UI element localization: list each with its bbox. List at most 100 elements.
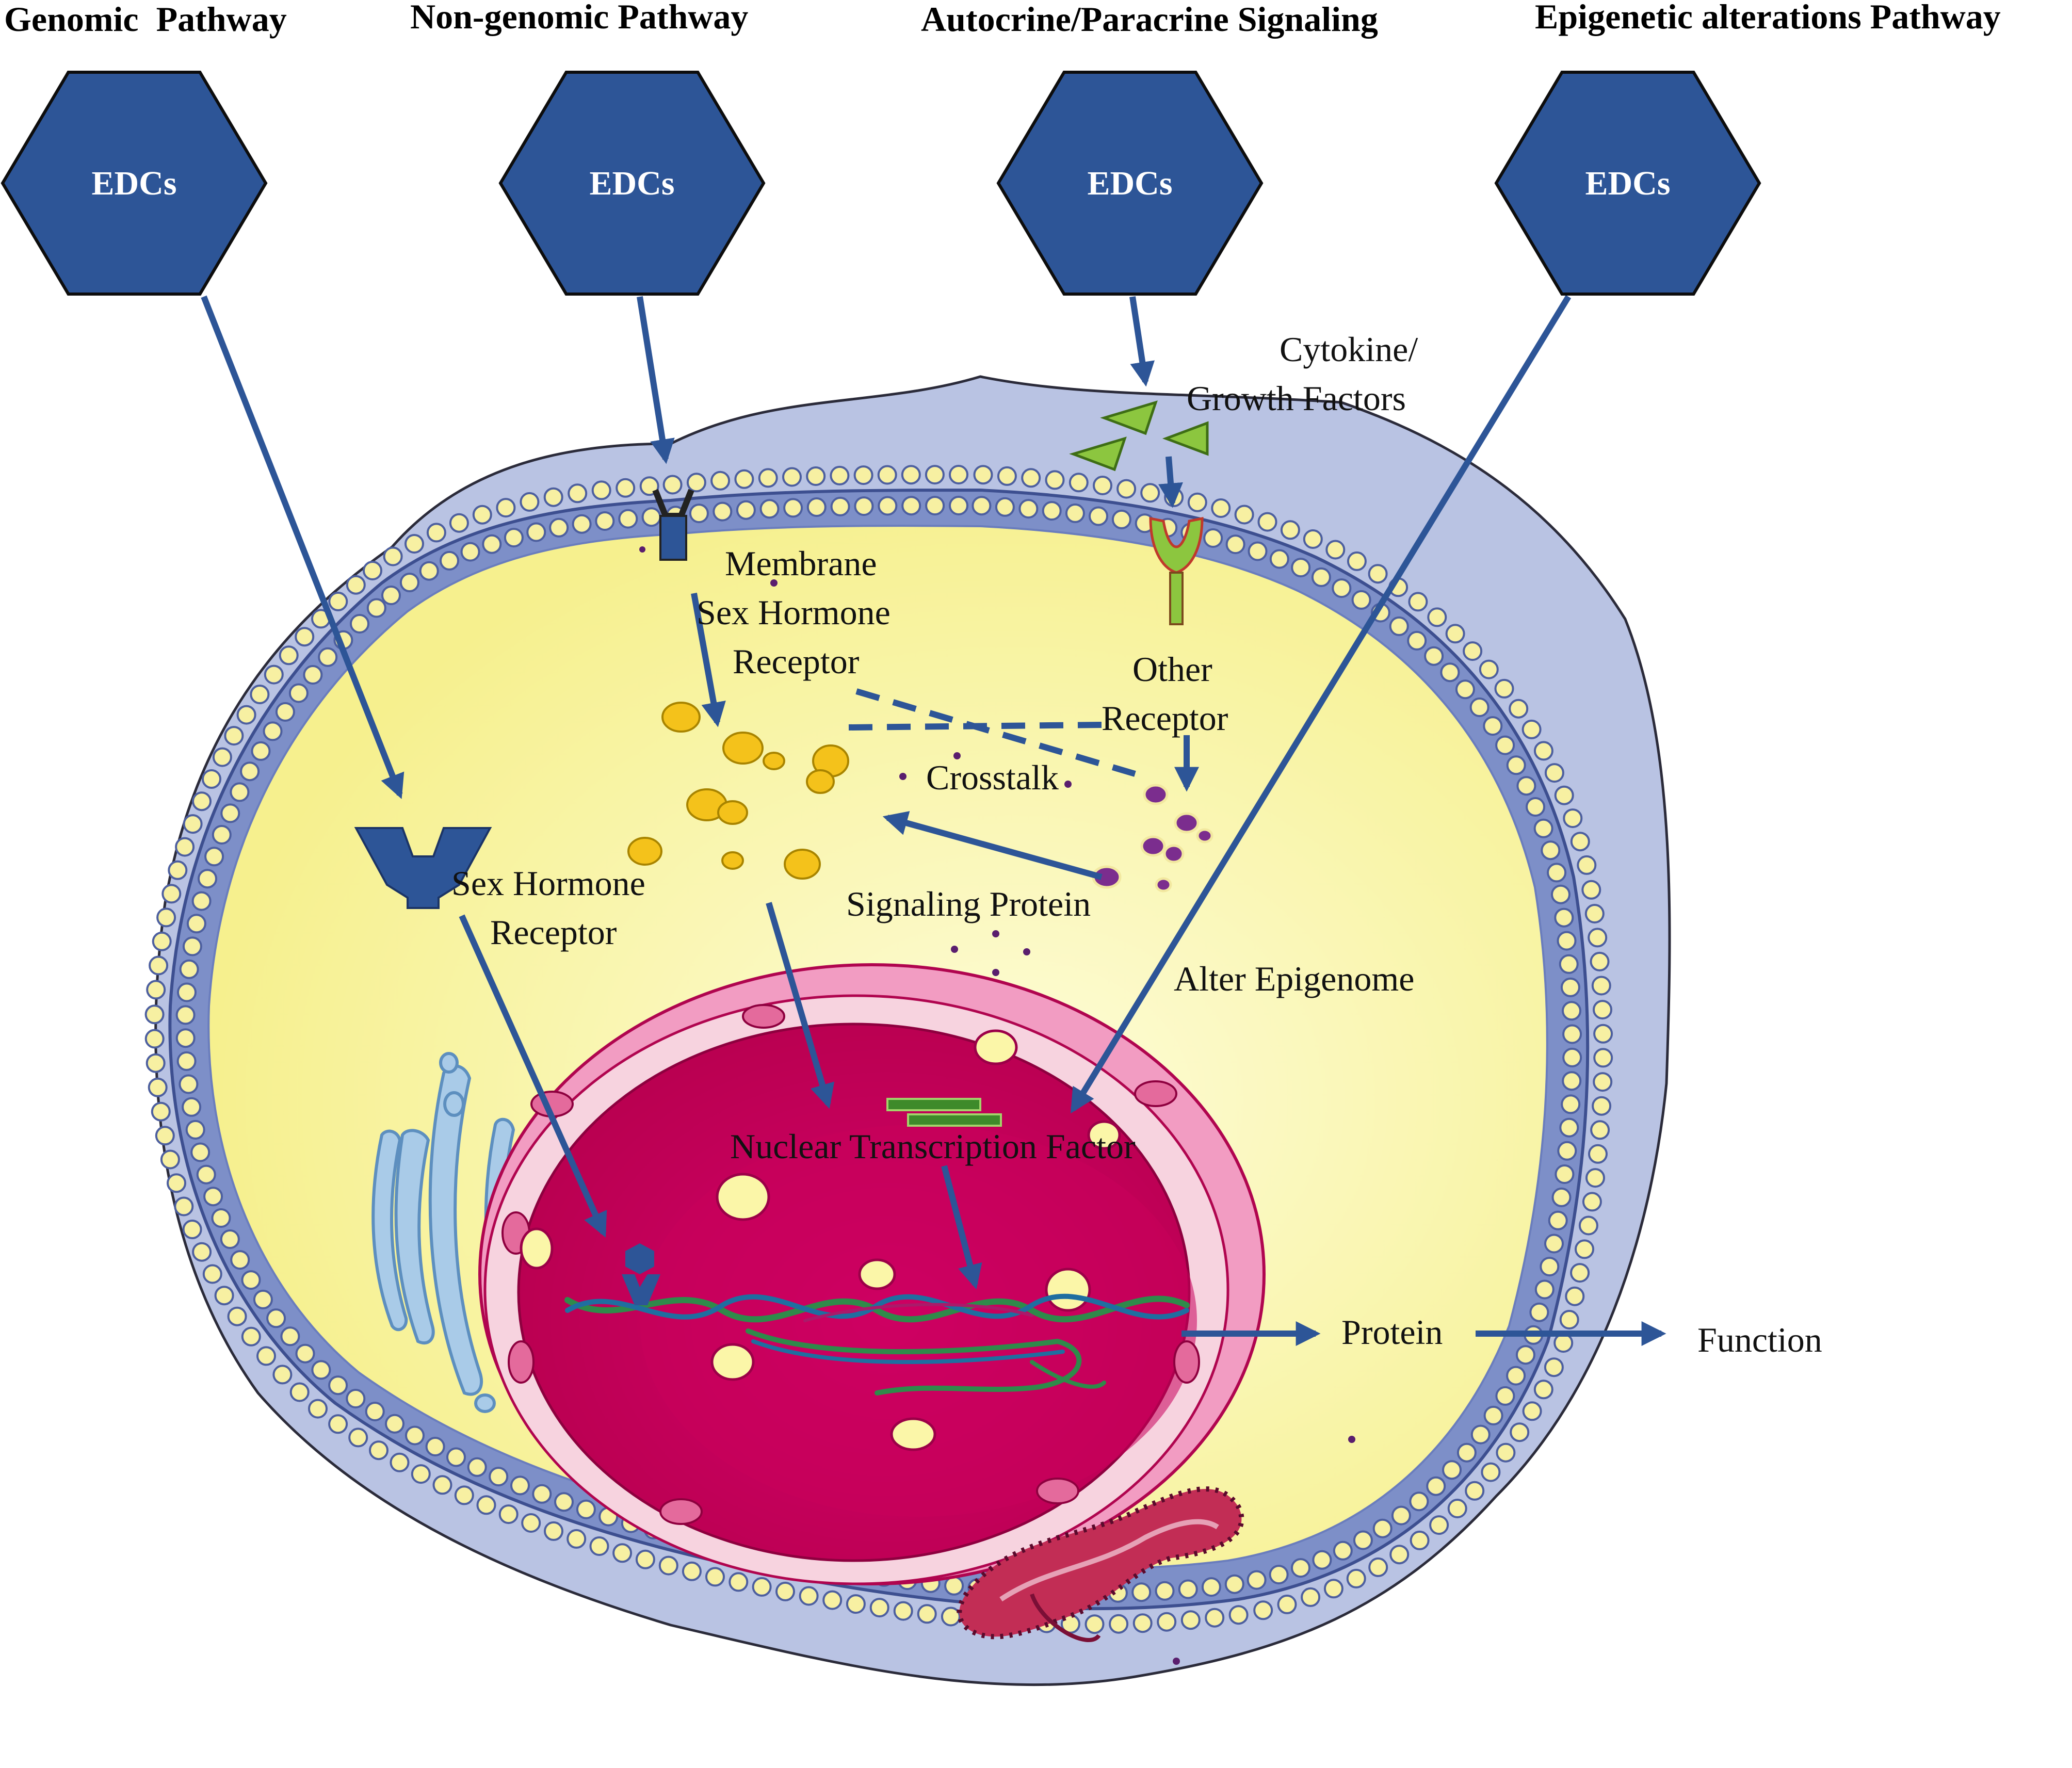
membrane-bead-inner: [220, 803, 240, 823]
membrane-bead-inner: [196, 1164, 216, 1185]
membrane-bead-inner: [1155, 1581, 1175, 1601]
membrane-bead-inner: [1248, 541, 1268, 561]
membrane-bead-inner: [366, 598, 386, 618]
membrane-bead-inner: [220, 1229, 240, 1249]
membrane-bead-inner: [1312, 1550, 1332, 1570]
membrane-bead-inner: [972, 496, 992, 516]
title-genomic-pathway: Genomic Pathway: [4, 0, 287, 39]
membrane-bead-outer: [568, 483, 588, 504]
membrane-bead-inner: [328, 1375, 348, 1396]
membrane-bead-outer: [1180, 1610, 1201, 1630]
membrane-bead-inner: [1562, 1024, 1582, 1044]
membrane-bead-outer: [156, 907, 176, 928]
membrane-bead-inner: [1469, 698, 1490, 717]
pathway-arrows: [201, 295, 1666, 1346]
membrane-bead-outer: [782, 467, 802, 487]
membrane-bead-outer: [1346, 1568, 1366, 1588]
membrane-bead-outer: [1496, 1442, 1516, 1463]
membrane-bead-inner: [1483, 1405, 1503, 1425]
membrane-bead-outer: [454, 1485, 474, 1505]
membrane-bead-outer: [1301, 1587, 1321, 1607]
membrane-bead-inner: [576, 1499, 596, 1519]
membrane-bead-inner: [482, 534, 502, 554]
membrane-bead-inner: [1178, 1579, 1198, 1599]
membrane-bead-inner: [1540, 1257, 1560, 1277]
membrane-bead-outer: [1494, 678, 1514, 699]
membrane-bead-inner: [1442, 1460, 1462, 1480]
membrane-bead-inner: [736, 500, 756, 520]
membrane-bead-outer: [1234, 505, 1254, 525]
membrane-bead-outer: [161, 884, 182, 904]
membrane-bead-inner: [346, 1389, 366, 1408]
membrane-bead-outer: [183, 814, 203, 834]
membrane-bead-outer: [152, 931, 172, 951]
membrane-bead-outer: [589, 1536, 609, 1556]
membrane-bead-outer: [1593, 1024, 1613, 1044]
membrane-bead-outer: [1211, 498, 1231, 518]
membrane-bead-outer: [853, 465, 873, 485]
membrane-bead-outer: [363, 561, 382, 580]
membrane-bead-outer: [662, 475, 683, 495]
membrane-bead-outer: [544, 1521, 563, 1541]
membrane-bead-inner: [1562, 1047, 1582, 1067]
membrane-bead-outer: [1116, 479, 1137, 499]
membrane-bead-inner: [311, 1360, 331, 1380]
label-protein: Protein: [1341, 1312, 1443, 1352]
membrane-bead-outer: [941, 1607, 961, 1627]
membrane-bead-inner: [1506, 755, 1526, 775]
label-signaling-protein: Signaling Protein: [846, 884, 1091, 923]
membrane-bead-outer: [1570, 832, 1590, 852]
membrane-bead-inner: [240, 761, 260, 782]
membrane-bead-inner: [713, 501, 733, 522]
membrane-bead-outer: [1479, 659, 1499, 679]
label-alter-epigenome: Alter Epigenome: [1174, 959, 1414, 998]
membrane-bead-inner: [318, 647, 338, 667]
membrane-bead-outer: [1408, 592, 1428, 612]
membrane-bead-outer: [1533, 1380, 1553, 1400]
membrane-bead-inner: [572, 514, 592, 534]
membrane-bead-inner: [1353, 1530, 1373, 1550]
membrane-bead-outer: [997, 466, 1017, 486]
membrane-bead-outer: [1544, 763, 1564, 783]
membrane-bead-inner: [1534, 1279, 1555, 1300]
label-membrane-receptor: Receptor: [733, 642, 860, 681]
membrane-bead-outer: [1465, 1481, 1485, 1501]
membrane-bead-outer: [411, 1464, 431, 1484]
membrane-bead-outer: [1593, 1000, 1612, 1020]
membrane-bead-outer: [212, 747, 232, 767]
membrane-bead-inner: [1541, 840, 1561, 861]
membrane-bead-outer: [1257, 512, 1277, 532]
edc-hexagon: [1, 71, 268, 296]
membrane-bead-outer: [1522, 1401, 1542, 1421]
membrane-bead-outer: [308, 1399, 328, 1419]
membrane-bead-outer: [1084, 1614, 1105, 1634]
membrane-bead-outer: [1069, 473, 1089, 493]
membrane-bead-outer: [264, 664, 284, 685]
label-sex-hormone: Sex Hormone: [451, 864, 645, 903]
sex-hormone-receptor-to-dna-arrow: [459, 914, 607, 1238]
membrane-bead-outer: [1187, 492, 1207, 512]
membrane-bead-outer: [1253, 1600, 1273, 1620]
growth-factor-to-receptor-arrow: [1158, 456, 1183, 508]
membrane-bead-outer: [404, 534, 424, 554]
label-crosstalk: Crosstalk: [926, 758, 1059, 797]
membrane-bead-inner: [182, 936, 202, 956]
membrane-bead-outer: [241, 1326, 261, 1347]
membrane-bead-outer: [227, 1306, 247, 1326]
membrane-bead-inner: [1389, 616, 1409, 636]
membrane-sex-hormone-receptor: [652, 489, 694, 561]
membrane-bead-inner: [179, 959, 199, 979]
membrane-bead-inner: [1291, 1558, 1310, 1578]
membrane-bead-outer: [155, 1126, 175, 1146]
membrane-bead-outer: [1347, 551, 1367, 571]
membrane-bead-outer: [175, 837, 195, 857]
membrane-bead-outer: [1445, 624, 1465, 644]
membrane-bead-inner: [854, 496, 874, 516]
membrane-bead-inner: [1247, 1570, 1267, 1590]
membrane-bead-outer: [1593, 1072, 1613, 1092]
membrane-bead-inner: [251, 741, 271, 761]
membrane-bead-inner: [949, 496, 968, 515]
membrane-bead-inner: [303, 665, 323, 685]
